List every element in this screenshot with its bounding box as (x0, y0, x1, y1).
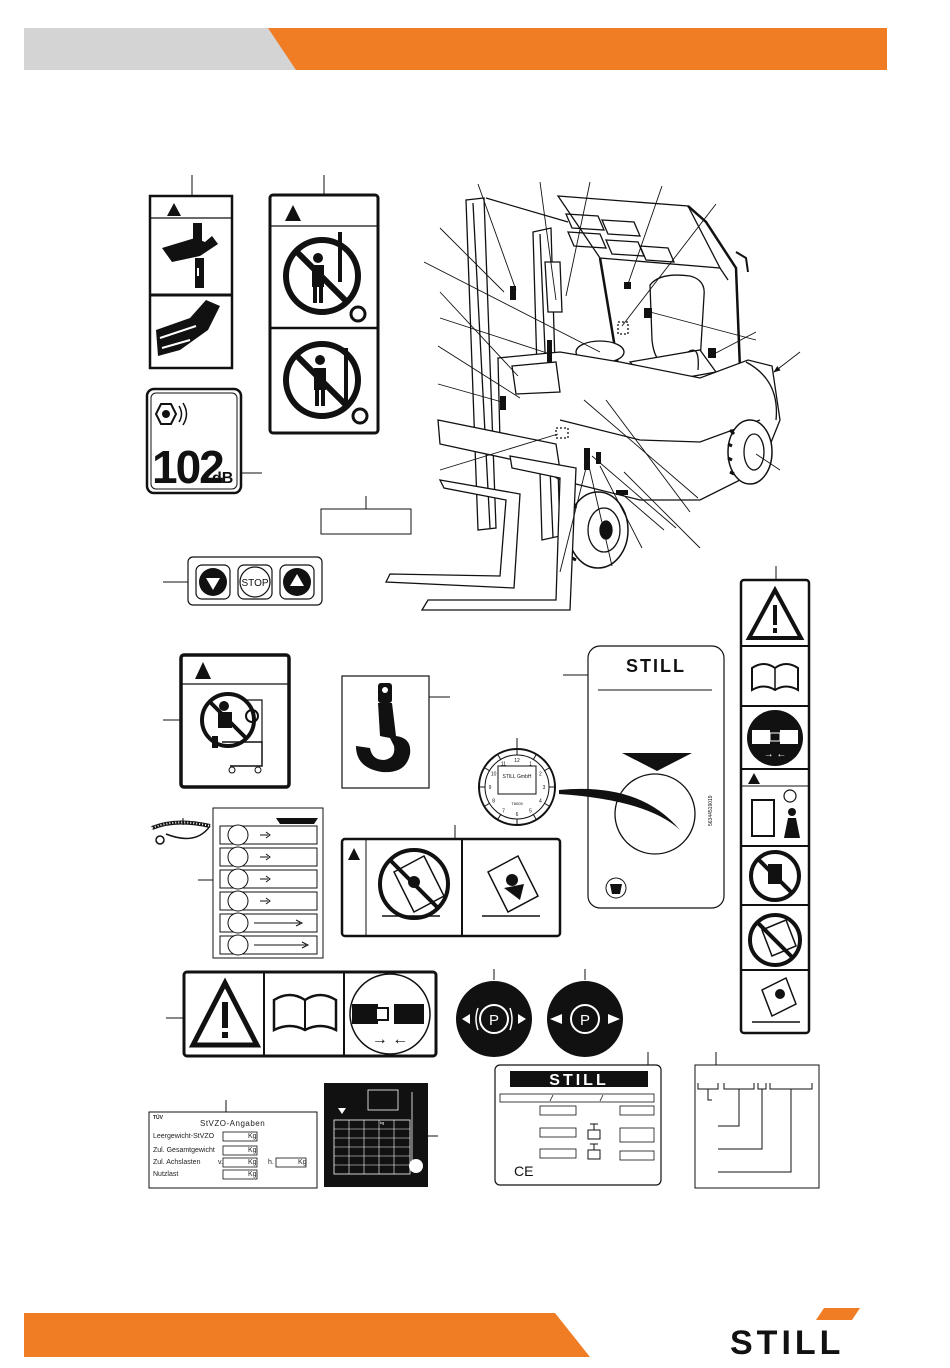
dial-number: 12 (514, 758, 520, 764)
stvzo-row-empty-weight: Leergewicht-StVZO (153, 1133, 214, 1140)
tip-over-warning-label (342, 825, 560, 936)
blank-label (321, 496, 411, 534)
stvzo-unit-2: Kg (248, 1159, 257, 1166)
dial-number: 9 (489, 785, 492, 791)
noise-level-label: 102 dB (147, 389, 262, 493)
noise-unit: dB (212, 470, 233, 487)
crane-hook-label (342, 676, 450, 788)
stvzo-unit-2b: Kg (298, 1159, 307, 1166)
dial-number: 10 (491, 772, 497, 778)
forklift-drawing (386, 196, 780, 610)
dial-number: 5 (529, 808, 532, 814)
stvzo-row-total-weight: Zul. Gesamtgewicht (153, 1147, 215, 1154)
stop-button-text: STOP (241, 578, 268, 589)
still-brand-logo: STILL (728, 1306, 886, 1358)
footer-orange-band (24, 1313, 590, 1357)
load-capacity-chart-label: kg (324, 1083, 438, 1187)
no-person-under-load-label (270, 175, 378, 433)
buckle-arrows-icon: → ← (764, 749, 787, 760)
cable-tie (152, 818, 210, 844)
stvzo-title: StVZO-Angaben (200, 1119, 265, 1128)
stvzo-unit-1: Kg (248, 1147, 257, 1154)
dial-number: 8 (492, 799, 495, 805)
dial-number: 11 (501, 762, 506, 768)
lever-functions-label (198, 808, 323, 958)
capacity-unit: kg (380, 1120, 384, 1125)
read-manual-seatbelt-label: → ← (166, 972, 436, 1056)
no-passengers-label (163, 655, 289, 787)
crush-hazard-label (150, 175, 232, 368)
dial-number: 2 (539, 772, 542, 778)
still-logo-accent (816, 1308, 860, 1320)
dial-number: 3 (543, 785, 546, 791)
dial-serial: T8005 (511, 801, 523, 806)
buckle-direction-icon: → ← (372, 1031, 408, 1048)
dial-number: 4 (539, 799, 542, 805)
stvzo-row-payload: Nutzlast (153, 1171, 178, 1178)
ce-mark: CE (514, 1163, 533, 1179)
parking-brake-icon-applied: P (580, 1012, 590, 1029)
still-sticker-label: STILL 56344519019 (559, 646, 724, 908)
rating-plate: STILL CE (495, 1052, 661, 1185)
sticker-brand: STILL (626, 656, 686, 676)
lift-stop-lower-label: STOP (163, 557, 322, 605)
stvzo-logo: TÜV (153, 1115, 163, 1121)
serial-number-breakdown (695, 1052, 819, 1188)
stvzo-unit-0: Kg (248, 1133, 257, 1140)
stvzo-prefix-front: v. (218, 1159, 223, 1166)
parking-brake-symbols: P P (456, 969, 623, 1057)
parking-brake-icon-released: P (489, 1012, 499, 1029)
stvzo-unit-3: Kg (248, 1171, 257, 1178)
plate-brand: STILL (549, 1072, 608, 1089)
dial-maker-text: STILL GmbH (503, 774, 532, 780)
stvzo-row-axle-loads: Zul. Achslasten (153, 1159, 200, 1166)
sticker-vertical-code: 56344519019 (708, 795, 714, 826)
dial-number: 6 (516, 812, 519, 818)
still-logo-text: STILL (730, 1324, 844, 1358)
stvzo-prefix-rear: h. (268, 1159, 274, 1166)
dial-number: 1 (529, 762, 532, 768)
safety-instruction-strip: → ← (741, 566, 809, 1033)
dial-number: 7 (502, 808, 505, 814)
